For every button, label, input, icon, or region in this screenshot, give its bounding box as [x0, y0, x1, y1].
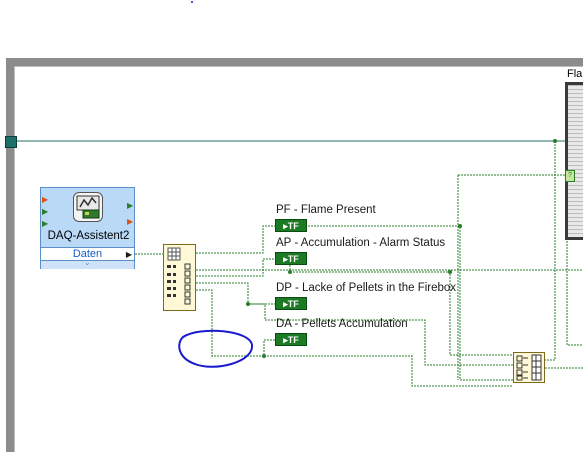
output-arrow-icon: ▶ [127, 201, 134, 210]
indicator-label-ap: AP - Accumulation - Alarm Status [276, 237, 446, 249]
convert-from-dynamic-data-node[interactable] [163, 244, 196, 311]
annotation-dot [191, 1, 193, 3]
wire-dp [196, 282, 275, 305]
indicator-label-da: DA - Pellets Accumulation [276, 318, 408, 330]
daten-output-port[interactable]: Daten ▶ [41, 247, 134, 261]
while-loop-left-border[interactable] [6, 58, 14, 452]
daq-assistant-express-vi[interactable]: ▶ ▶ ▶ ▶ ▶ DAQ-Assistent2 Daten ▶ ⌄ [40, 187, 135, 269]
wire-tunnel-down [545, 141, 556, 361]
boolean-indicator-pf[interactable]: ▸TF [275, 219, 307, 232]
annotation-circle [178, 329, 253, 368]
wire-right-lower [566, 190, 583, 346]
daq-assistant-icon [73, 192, 103, 222]
port-arrow-icon: ▶ [125, 250, 132, 259]
input-arrow-icon: ▶ [42, 207, 49, 216]
wire-ap-bundle [290, 271, 513, 356]
indicator-label-dp: DP - Lacke of Pellets in the Firebox [276, 282, 457, 294]
build-array-node[interactable] [513, 352, 545, 383]
wire-ap [196, 258, 275, 277]
wire-pf [196, 225, 275, 254]
while-loop-inner-edge-left [14, 66, 15, 452]
while-loop-inner-edge [14, 66, 583, 67]
wire-da [196, 289, 275, 357]
wire-da-bundle [264, 355, 513, 387]
input-arrow-icon: ▶ [42, 195, 49, 204]
right-case-structure[interactable] [565, 82, 583, 240]
case-selector-icon[interactable]: ? [565, 170, 575, 182]
right-structure-title: Fla [567, 68, 583, 80]
boolean-indicator-da[interactable]: ▸TF [275, 333, 307, 346]
wire-pf-bundle [275, 225, 513, 381]
boolean-indicator-dp[interactable]: ▸TF [275, 297, 307, 310]
left-tunnel[interactable] [5, 136, 17, 148]
input-arrow-icon: ▶ [42, 219, 49, 228]
while-loop-top-border[interactable] [6, 58, 583, 66]
express-vi-name: DAQ-Assistent2 [47, 230, 130, 242]
output-arrow-icon: ▶ [127, 217, 134, 226]
daten-port-label: Daten [72, 248, 103, 260]
indicator-label-pf: PF - Flame Present [276, 204, 376, 216]
expand-handle[interactable]: ⌄ [41, 258, 134, 269]
chevron-down-icon: ⌄ [84, 258, 91, 267]
boolean-indicator-ap[interactable]: ▸TF [275, 252, 307, 265]
wire-dp-bundle [248, 303, 513, 366]
